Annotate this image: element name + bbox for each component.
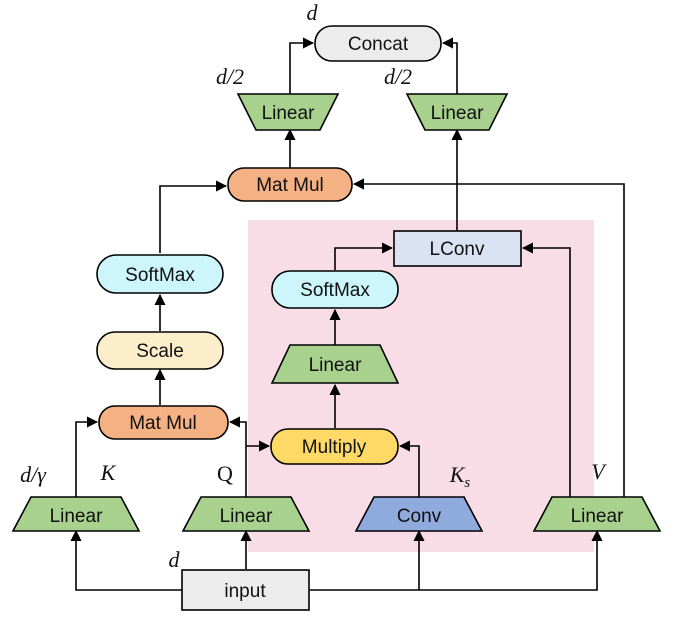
edge-v-lconv xyxy=(521,242,571,497)
edge-linear-left-concat xyxy=(289,37,315,94)
edge-linear-q-matmul xyxy=(228,416,247,497)
label-ks: Ks xyxy=(449,462,471,491)
edge-conv-multiply xyxy=(398,440,420,497)
label-k: K xyxy=(100,460,117,485)
matmul-top-node: Mat Mul xyxy=(227,167,353,202)
edge-linear-k-matmul xyxy=(75,416,99,497)
softmax-inner-node: SoftMax xyxy=(271,270,399,309)
edge-input-linear-v xyxy=(419,529,603,591)
matmul-top-label: Mat Mul xyxy=(256,175,324,196)
linear-top-right-label: Linear xyxy=(431,103,484,124)
label-q: Q xyxy=(217,461,233,486)
softmax-inner-label: SoftMax xyxy=(300,280,370,301)
edge-softmax-matmul-top xyxy=(159,180,228,253)
lconv-label: LConv xyxy=(430,239,485,260)
label-ks-sub: s xyxy=(464,475,470,491)
label-ks-main: K xyxy=(449,462,466,487)
scale-label: Scale xyxy=(136,341,184,362)
label-d-gamma: d/γ xyxy=(20,462,47,487)
multiply-node: Multiply xyxy=(270,428,399,465)
softmax-left-label: SoftMax xyxy=(125,265,195,286)
input-node: input xyxy=(181,569,310,611)
linear-inner-node: Linear xyxy=(270,344,400,384)
multiply-label: Multiply xyxy=(302,437,367,458)
linear-k-node: Linear xyxy=(11,496,141,532)
linear-top-right-node: Linear xyxy=(405,93,509,131)
conv-node: Conv xyxy=(354,496,484,532)
linear-v-label: Linear xyxy=(571,506,624,527)
linear-v-node: Linear xyxy=(532,496,662,532)
softmax-left-node: SoftMax xyxy=(96,254,224,294)
label-d2-left: d/2 xyxy=(216,64,244,89)
linear-top-left-label: Linear xyxy=(262,103,315,124)
linear-top-left-node: Linear xyxy=(236,93,340,131)
concat-label: Concat xyxy=(348,34,409,55)
edges xyxy=(70,37,625,591)
edge-input-linear-k xyxy=(70,529,182,591)
linear-q-label: Linear xyxy=(220,506,273,527)
concat-node: Concat xyxy=(314,25,442,62)
matmul-bottom-label: Mat Mul xyxy=(129,413,197,434)
label-v: V xyxy=(591,459,607,484)
linear-inner-label: Linear xyxy=(309,355,362,376)
input-label: input xyxy=(224,581,266,602)
label-d-input: d xyxy=(169,547,181,572)
label-d2-right: d/2 xyxy=(384,64,412,89)
linear-q-node: Linear xyxy=(181,496,311,532)
edge-v-matmul-top xyxy=(352,178,625,497)
linear-k-label: Linear xyxy=(50,506,103,527)
edge-linear-right-concat xyxy=(441,37,458,94)
label-d-top: d xyxy=(307,0,319,25)
matmul-bottom-node: Mat Mul xyxy=(98,405,229,440)
edge-softmax-lconv xyxy=(334,242,394,270)
lconv-node: LConv xyxy=(393,230,522,267)
conv-label: Conv xyxy=(397,506,442,527)
scale-node: Scale xyxy=(96,331,224,370)
